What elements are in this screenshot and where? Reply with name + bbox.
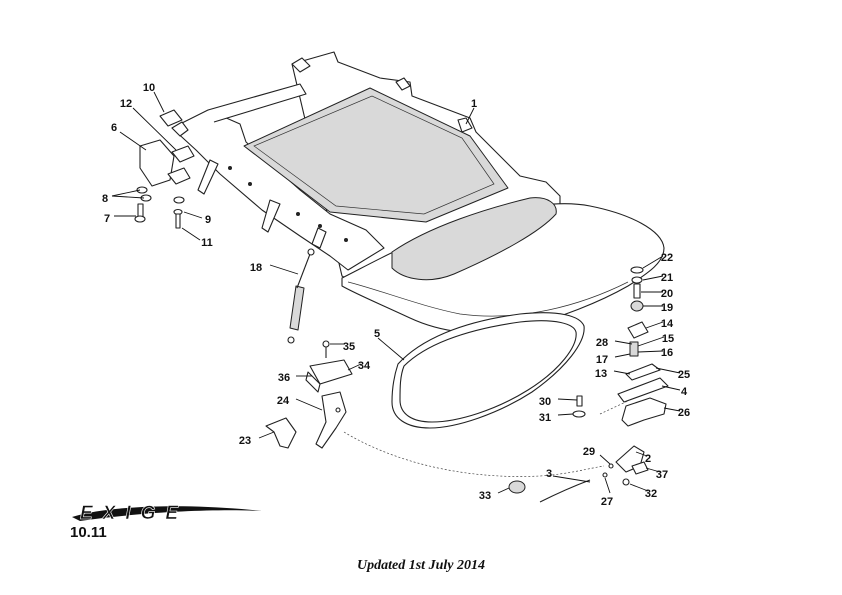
callout-25: 25 — [678, 369, 690, 381]
callout-17: 17 — [596, 354, 608, 366]
updated-note: Updated 1st July 2014 — [357, 558, 485, 573]
callout-24: 24 — [277, 395, 290, 407]
callout-6: 6 — [111, 122, 117, 134]
callout-23: 23 — [239, 435, 251, 447]
exige-logo: EXIGE — [72, 503, 262, 524]
leader-lines — [111, 91, 681, 494]
callout-9: 9 — [205, 214, 211, 226]
callout-15: 15 — [662, 333, 674, 345]
callout-28: 28 — [596, 337, 608, 349]
callout-3: 3 — [546, 468, 552, 480]
callout-27: 27 — [601, 496, 613, 508]
callout-numbers: 1234567891011121314151617181920212223242… — [102, 82, 690, 508]
lid-seal — [391, 312, 585, 429]
callout-4: 4 — [681, 386, 688, 398]
release-cable — [343, 431, 605, 503]
latch-assembly — [265, 340, 353, 449]
callout-8: 8 — [102, 193, 108, 205]
callout-32: 32 — [645, 488, 657, 500]
callout-7: 7 — [104, 213, 110, 225]
callout-20: 20 — [661, 288, 673, 300]
callout-19: 19 — [661, 302, 673, 314]
callout-35: 35 — [343, 341, 355, 353]
callout-14: 14 — [661, 318, 674, 330]
callout-2: 2 — [645, 453, 651, 465]
callout-18: 18 — [250, 262, 262, 274]
callout-29: 29 — [583, 446, 595, 458]
callout-13: 13 — [595, 368, 607, 380]
gas-strut — [287, 248, 315, 344]
section-number: 10.11 — [70, 524, 107, 541]
callout-11: 11 — [201, 237, 213, 249]
callout-33: 33 — [479, 490, 491, 502]
callout-30: 30 — [539, 396, 551, 408]
callout-10: 10 — [143, 82, 155, 94]
callout-36: 36 — [278, 372, 290, 384]
callout-22: 22 — [661, 252, 673, 264]
callout-16: 16 — [661, 347, 673, 359]
callout-12: 12 — [120, 98, 132, 110]
engine-lid — [341, 197, 665, 334]
callout-26: 26 — [678, 407, 690, 419]
callout-5: 5 — [374, 328, 380, 340]
logo-text: EXIGE — [80, 503, 188, 524]
hinge-assembly — [134, 109, 195, 229]
callout-34: 34 — [358, 360, 371, 372]
callout-31: 31 — [539, 412, 551, 424]
callout-21: 21 — [661, 272, 673, 284]
callout-37: 37 — [656, 469, 668, 481]
callout-1: 1 — [471, 98, 477, 110]
